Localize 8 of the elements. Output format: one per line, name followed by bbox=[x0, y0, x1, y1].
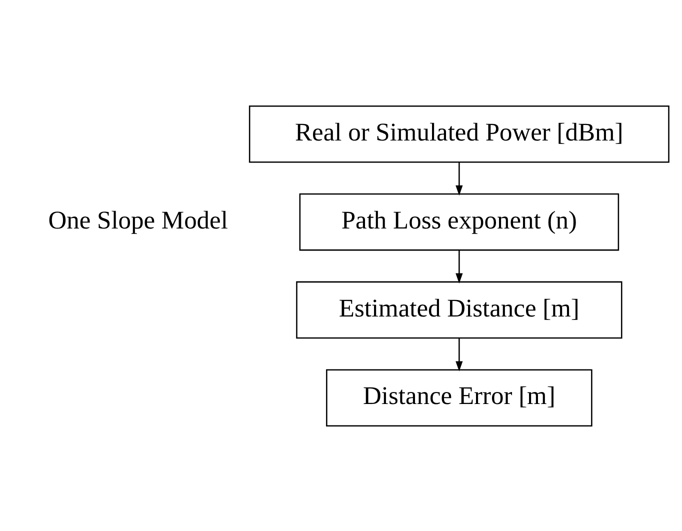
arrow bbox=[456, 162, 463, 196]
node-box: Distance Error [m] bbox=[326, 368, 592, 426]
arrow bbox=[456, 250, 463, 283]
node-box: Estimated Distance [m] bbox=[296, 280, 622, 338]
node-box: Path Loss exponent (n) bbox=[299, 192, 620, 250]
arrow bbox=[456, 338, 463, 371]
label: One Slope Model bbox=[48, 204, 228, 234]
node-box: Real or Simulated Power [dBm] bbox=[248, 104, 670, 162]
